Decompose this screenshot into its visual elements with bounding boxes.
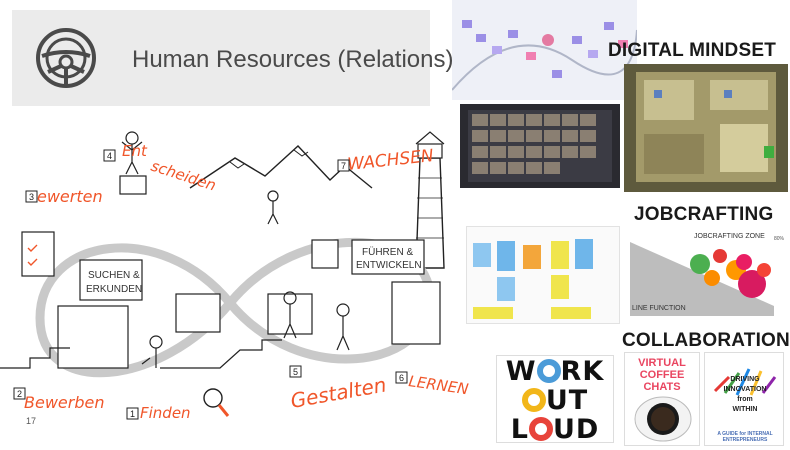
work-out-loud-logo: W RK UT L UD bbox=[496, 355, 614, 445]
wol-letter-w: W bbox=[505, 356, 537, 387]
label-entscheiden-2: scheiden bbox=[149, 157, 219, 195]
fuehren-label-1: FÜHREN & bbox=[362, 246, 413, 258]
label-bewerben: Bewerben bbox=[24, 393, 104, 412]
heading-digital-mindset: DIGITAL MINDSET bbox=[608, 40, 777, 61]
suchen-label-2: ERKUNDEN bbox=[86, 284, 142, 295]
video-call-grid bbox=[468, 110, 612, 182]
book-line-4: WITHIN bbox=[732, 406, 758, 413]
heading-jobcrafting: JOBCRAFTING bbox=[634, 204, 774, 225]
hr-journey-sketch: SUCHEN & ERKUNDEN FÜHREN & ENTWICKELN Be… bbox=[0, 131, 470, 422]
book-subtitle: A GUIDE for INTERNAL ENTREPRENEURS bbox=[717, 431, 773, 443]
label-gestalten: Gestalten bbox=[289, 372, 388, 412]
slide-number: 17 bbox=[26, 416, 37, 426]
wol-letters-ut: UT bbox=[545, 385, 589, 416]
wol-letters-ud: UD bbox=[552, 414, 600, 445]
heading-collaboration: COLLABORATION bbox=[622, 330, 790, 351]
wol-line-1: W RK bbox=[497, 356, 613, 387]
jobcrafting-chart: JOBCRAFTING ZONE LINE FUNCTION 80% bbox=[624, 226, 788, 324]
virtual-office-map bbox=[636, 72, 776, 182]
jobcrafting-axis-label: 80% bbox=[774, 236, 785, 242]
arrows-graphic-icon bbox=[713, 368, 777, 396]
step-number-6: 6 bbox=[399, 373, 404, 383]
book-line-1: DRIVING bbox=[730, 376, 760, 383]
wol-line-2: UT bbox=[497, 385, 613, 416]
label-entscheiden-1: Ent bbox=[122, 142, 148, 160]
whiteboard-photo bbox=[452, 0, 637, 100]
steering-wheel-icon bbox=[36, 28, 96, 88]
whiteboard-sticky-notes bbox=[452, 20, 637, 91]
wol-letters-rk: RK bbox=[560, 356, 605, 387]
step-number-5: 5 bbox=[293, 367, 298, 377]
wol-line-3: L UD bbox=[497, 414, 613, 445]
page-title: Human Resources (Relations) bbox=[132, 46, 454, 73]
jobcrafting-zone-label: JOBCRAFTING ZONE bbox=[694, 233, 765, 240]
step-number-4: 4 bbox=[107, 151, 112, 161]
coffee-line-1: VIRTUAL bbox=[638, 357, 686, 369]
coffee-line-3: CHATS bbox=[643, 381, 681, 393]
driving-innovation-book: DRIVING INNOVATION from WITHIN A GUIDE f… bbox=[704, 352, 784, 446]
book-line-2: INNOVATION bbox=[723, 386, 767, 393]
step-number-1: 1 bbox=[130, 409, 135, 419]
circle-o-icon bbox=[528, 417, 553, 441]
label-lernen: LERNEN bbox=[407, 372, 469, 398]
process-board-photo bbox=[466, 226, 620, 324]
slide-header: Human Resources (Relations) bbox=[12, 10, 453, 106]
virtual-office-photo bbox=[624, 64, 788, 192]
label-bewerten: Bewerten bbox=[26, 187, 103, 206]
coffee-line-2: COFFEE bbox=[639, 369, 685, 381]
wol-letter-l: L bbox=[510, 414, 529, 445]
book-line-3: from bbox=[737, 396, 753, 403]
circle-o-icon bbox=[521, 388, 546, 412]
step-number-7: 7 bbox=[341, 161, 346, 171]
coffee-cup-icon bbox=[634, 396, 692, 442]
jobcrafting-chart-graphic: JOBCRAFTING ZONE LINE FUNCTION 80% bbox=[630, 233, 785, 316]
process-board-notes bbox=[473, 239, 593, 319]
fuehren-label-2: ENTWICKELN bbox=[356, 260, 422, 271]
label-finden: Finden bbox=[140, 404, 191, 422]
line-function-label: LINE FUNCTION bbox=[632, 305, 686, 312]
circle-o-icon bbox=[536, 359, 561, 383]
video-call-photo bbox=[460, 104, 620, 188]
step-number-3: 3 bbox=[29, 192, 34, 202]
virtual-coffee-chats-card: VIRTUAL COFFEE CHATS bbox=[624, 352, 700, 446]
step-number-2: 2 bbox=[17, 389, 22, 399]
suchen-label-1: SUCHEN & bbox=[88, 270, 140, 281]
